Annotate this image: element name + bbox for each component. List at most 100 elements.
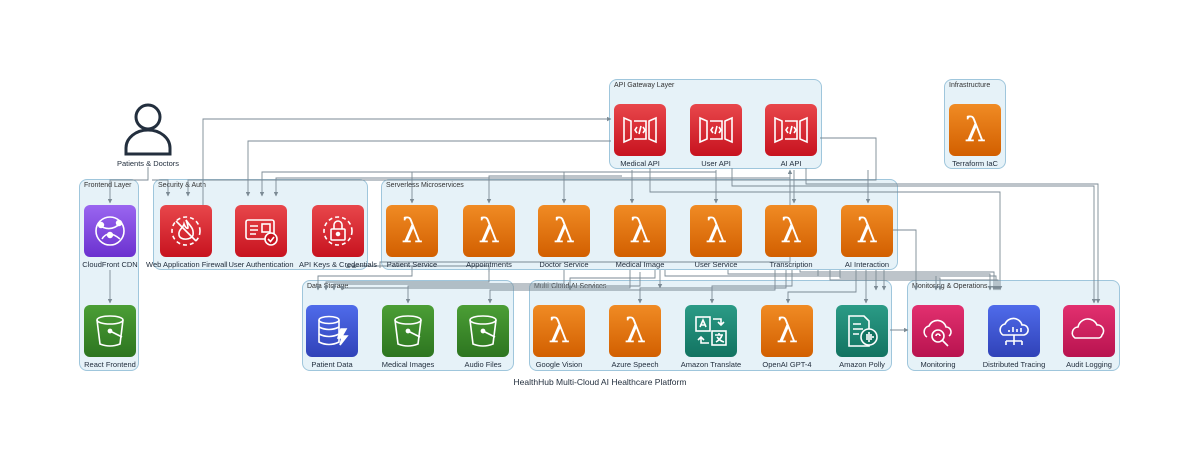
edge-waf-medicalapi [202, 116, 612, 205]
api-gateway-icon [690, 104, 742, 156]
node-openai[interactable]: λ OpenAI GPT-4 [747, 305, 827, 369]
node-medical-images[interactable]: Medical Images [368, 305, 448, 369]
edge-image-vision [567, 270, 656, 291]
node-label: Amazon Polly [839, 360, 885, 369]
edge-image-medicalimages [405, 272, 641, 304]
edge-medical-storage [339, 270, 631, 291]
node-azure-speech[interactable]: λ Azure Speech [595, 305, 675, 369]
edge-services-monitor-3 [799, 270, 997, 291]
node-react-frontend[interactable]: React Frontend [70, 305, 150, 369]
edge-actor-cloudfront [107, 167, 149, 204]
edge-appointments-storage [323, 270, 490, 291]
cloudfront-icon [84, 205, 136, 257]
node-doctor-service[interactable]: λ Doctor Service [524, 205, 604, 269]
lambda-icon: λ [765, 205, 817, 257]
edge-appointments-keys [345, 263, 490, 272]
edge-transcription-azure [637, 270, 787, 304]
dynamodb-icon [306, 305, 358, 357]
s3-bucket-icon [457, 305, 509, 357]
node-label: Transcription [769, 260, 813, 269]
lambda-icon: λ [761, 305, 813, 357]
node-api-keys[interactable]: API Keys & Credentials [298, 205, 378, 269]
node-label: Doctor Service [539, 260, 589, 269]
node-audio-files[interactable]: Audio Files [443, 305, 523, 369]
edge-services-monitor-5 [829, 270, 1001, 291]
node-label: Monitoring [920, 360, 956, 369]
node-google-vision[interactable]: λ Google Vision [519, 305, 599, 369]
lambda-icon: λ [949, 104, 1001, 156]
node-cloudfront[interactable]: CloudFront CDN [70, 205, 150, 269]
edge-medical-appointments [486, 175, 622, 204]
node-audit-logging[interactable]: Audit Logging [1049, 305, 1129, 369]
node-label: AI API [780, 159, 802, 168]
lambda-icon: λ [609, 305, 661, 357]
s3-bucket-icon [382, 305, 434, 357]
node-label: User Authentication [228, 260, 294, 269]
s3-bucket-icon [84, 305, 136, 357]
node-label: AI Interaction [844, 260, 890, 269]
node-waf[interactable]: Web Application Firewall [146, 205, 228, 269]
edge-actor-waf [152, 179, 171, 197]
api-gateway-icon [765, 104, 817, 156]
node-label: Distributed Tracing [982, 360, 1046, 369]
node-label: Appointments [466, 260, 512, 269]
node-amazon-polly[interactable]: Amazon Polly [822, 305, 902, 369]
cloudwatch-icon [912, 305, 964, 357]
node-label: User Service [694, 260, 738, 269]
node-patient-service[interactable]: λ Patient Service [372, 205, 452, 269]
edge-ai-audit [805, 168, 1101, 304]
cluster-label: API Gateway Layer [614, 82, 675, 89]
node-label: Patient Service [386, 260, 438, 269]
node-medical-api[interactable]: Medical API [600, 104, 680, 168]
node-label: User API [701, 159, 731, 168]
node-label: Patient Data [311, 360, 353, 369]
cluster-label: Serverless Microservices [386, 182, 464, 189]
node-ai-api[interactable]: AI API [751, 104, 831, 168]
node-transcription[interactable]: λ Transcription [751, 205, 831, 269]
node-label: API Keys & Credentials [299, 260, 377, 269]
edge-patient-storage [315, 270, 413, 291]
node-terraform[interactable]: λ Terraform IaC [935, 104, 1015, 168]
node-label: CloudFront CDN [82, 260, 138, 269]
node-distributed-tracing[interactable]: Distributed Tracing [974, 305, 1054, 369]
edge-medical-patient [409, 171, 613, 204]
node-label: Audit Logging [1066, 360, 1112, 369]
lambda-icon: λ [463, 205, 515, 257]
cloudtrail-icon [1063, 305, 1115, 357]
node-medical-image[interactable]: λ Medical Image [600, 205, 680, 269]
lambda-icon: λ [841, 205, 893, 257]
edge-aiapi-auth [273, 177, 790, 197]
edge-services-monitor-2 [727, 270, 993, 291]
node-label: Google Vision [535, 360, 583, 369]
node-user-auth[interactable]: User Authentication [221, 205, 301, 269]
lambda-icon: λ [614, 205, 666, 257]
edge-medical-monitoring [649, 168, 1003, 291]
xray-icon [988, 305, 1040, 357]
lambda-icon: λ [386, 205, 438, 257]
node-label: React Frontend [84, 360, 136, 369]
lambda-icon: λ [533, 305, 585, 357]
node-label: Azure Speech [611, 360, 659, 369]
node-appointments[interactable]: λ Appointments [449, 205, 529, 269]
node-ai-interaction[interactable]: λ AI Interaction [827, 205, 907, 269]
node-monitoring[interactable]: Monitoring [898, 305, 978, 369]
node-label: Medical Images [381, 360, 435, 369]
lambda-icon: λ [538, 205, 590, 257]
node-label: Medical Image [615, 260, 665, 269]
polly-icon [836, 305, 888, 357]
node-user-api[interactable]: User API [676, 104, 756, 168]
firewall-icon [160, 205, 212, 257]
edge-interaction-openai [785, 270, 857, 304]
node-label: Web Application Firewall [146, 260, 228, 269]
node-label: Amazon Translate [680, 360, 742, 369]
node-label: Medical API [620, 159, 660, 168]
actor-patients-doctors[interactable]: Patients & Doctors [108, 100, 188, 168]
key-lock-icon [312, 205, 364, 257]
edge-services-monitor-4 [817, 270, 999, 291]
node-user-service[interactable]: λ User Service [676, 205, 756, 269]
identity-card-icon [235, 205, 287, 257]
node-patient-data[interactable]: Patient Data [292, 305, 372, 369]
edge-services-monitor-1 [664, 270, 939, 291]
node-label: Audio Files [464, 360, 502, 369]
node-amazon-translate[interactable]: Amazon Translate [671, 305, 751, 369]
